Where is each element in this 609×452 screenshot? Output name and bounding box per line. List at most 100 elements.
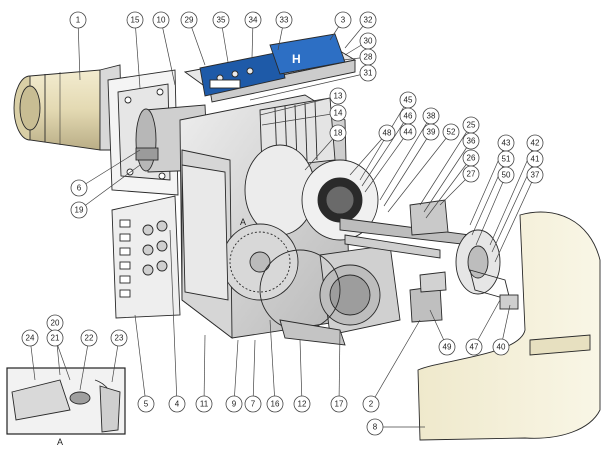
- callout-circle: [152, 11, 170, 29]
- callout-circle: [442, 123, 460, 141]
- motor: [259, 244, 401, 346]
- callout-label: 20: [51, 319, 60, 328]
- callout-label: 51: [502, 155, 511, 164]
- callout-52: 52: [387, 123, 460, 213]
- callout-27: 27: [439, 165, 480, 206]
- callout-label: 22: [85, 334, 94, 343]
- callout-circle: [462, 132, 480, 150]
- callout-29: 29: [180, 11, 206, 66]
- callout-34: 34: [244, 11, 262, 59]
- burner-cover: [417, 211, 601, 441]
- diffuser-disk: [455, 229, 519, 310]
- callout-label: 8: [373, 423, 378, 432]
- callout-1: 1: [69, 11, 87, 81]
- callout-19: 19: [70, 164, 141, 219]
- callout-label: 31: [364, 69, 373, 78]
- callout-23: 23: [110, 329, 128, 383]
- callout-35: 35: [212, 11, 230, 63]
- callout-label: 49: [443, 343, 452, 352]
- callout-46: 46: [361, 107, 417, 187]
- callout-circle: [225, 395, 243, 413]
- callout-label: 26: [467, 154, 476, 163]
- callout-circle: [465, 338, 483, 356]
- callout-label: 7: [251, 400, 256, 409]
- callout-leader: [338, 329, 341, 405]
- callout-label: 34: [249, 16, 258, 25]
- callout-circle: [244, 395, 262, 413]
- callout-leader: [249, 72, 369, 101]
- callout-leader: [203, 334, 206, 405]
- callout-circle: [212, 11, 230, 29]
- callout-label: 40: [497, 343, 506, 352]
- callout-6: 6: [70, 149, 141, 197]
- callout-label: 46: [404, 112, 413, 121]
- callout-leader: [78, 164, 141, 211]
- callout-label: 41: [531, 155, 540, 164]
- air-inlet-grille: [111, 195, 181, 319]
- callout-label: 4: [175, 400, 180, 409]
- callout-40: 40: [492, 304, 511, 356]
- callout-circle: [21, 329, 39, 347]
- callout-leader: [364, 131, 409, 193]
- callout-leader: [233, 339, 239, 405]
- callout-label: 45: [404, 96, 413, 105]
- callout-label: 52: [447, 128, 456, 137]
- callout-circle: [497, 166, 515, 184]
- callout-circle: [137, 395, 155, 413]
- callout-circle: [180, 11, 198, 29]
- callout-circle: [492, 338, 510, 356]
- callout-leader: [252, 339, 256, 405]
- callout-label: 39: [427, 128, 436, 137]
- callout-leader: [349, 132, 388, 176]
- callout-48: 48: [349, 124, 396, 176]
- callout-leader: [379, 115, 432, 201]
- callout-label: 1: [76, 16, 81, 25]
- callout-leader: [361, 115, 409, 187]
- callout-label: 14: [334, 109, 343, 118]
- callout-circle: [329, 87, 347, 105]
- callout-circle: [329, 104, 347, 122]
- callout-4: 4: [168, 229, 186, 413]
- callout-32: 32: [344, 11, 377, 49]
- callout-label: 12: [298, 400, 307, 409]
- callout-leader: [134, 19, 141, 89]
- pump-disk: [301, 159, 379, 241]
- callout-circle: [330, 395, 348, 413]
- callout-circle: [70, 201, 88, 219]
- callout-24: 24: [21, 329, 39, 381]
- detail-marker-a: A: [240, 217, 246, 227]
- callout-leader: [169, 229, 178, 405]
- callout-circle: [244, 11, 262, 29]
- callout-label: 2: [369, 400, 374, 409]
- callout-39: 39: [383, 123, 440, 207]
- callout-11: 11: [195, 334, 213, 413]
- callout-circle: [80, 329, 98, 347]
- callout-circle: [70, 179, 88, 197]
- detail-inset: [6, 367, 126, 435]
- callout-circle: [195, 395, 213, 413]
- panel-logo: H: [292, 52, 301, 66]
- callout-circle: [359, 64, 377, 82]
- callout-label: 25: [467, 121, 476, 130]
- callout-3: 3: [329, 11, 352, 41]
- callout-label: 47: [470, 343, 479, 352]
- callout-21: 21: [46, 329, 71, 381]
- callout-label: 13: [334, 92, 343, 101]
- callout-circle: [366, 418, 384, 436]
- callout-leader: [78, 149, 141, 189]
- callout-14: 14: [261, 104, 347, 126]
- callout-label: 37: [531, 171, 540, 180]
- callout-label: 17: [335, 400, 344, 409]
- blast-tube: [13, 64, 123, 151]
- callout-label: 27: [467, 170, 476, 179]
- callout-label: 23: [115, 334, 124, 343]
- detail-caption: A: [57, 437, 63, 447]
- callout-label: 15: [131, 16, 140, 25]
- callout-label: 42: [531, 139, 540, 148]
- callout-16: 16: [266, 319, 284, 413]
- callout-leader: [299, 339, 303, 405]
- callout-leader: [79, 337, 90, 391]
- callout-2: 2: [362, 319, 421, 413]
- callout-51: 51: [471, 150, 515, 236]
- callout-label: 10: [157, 16, 166, 25]
